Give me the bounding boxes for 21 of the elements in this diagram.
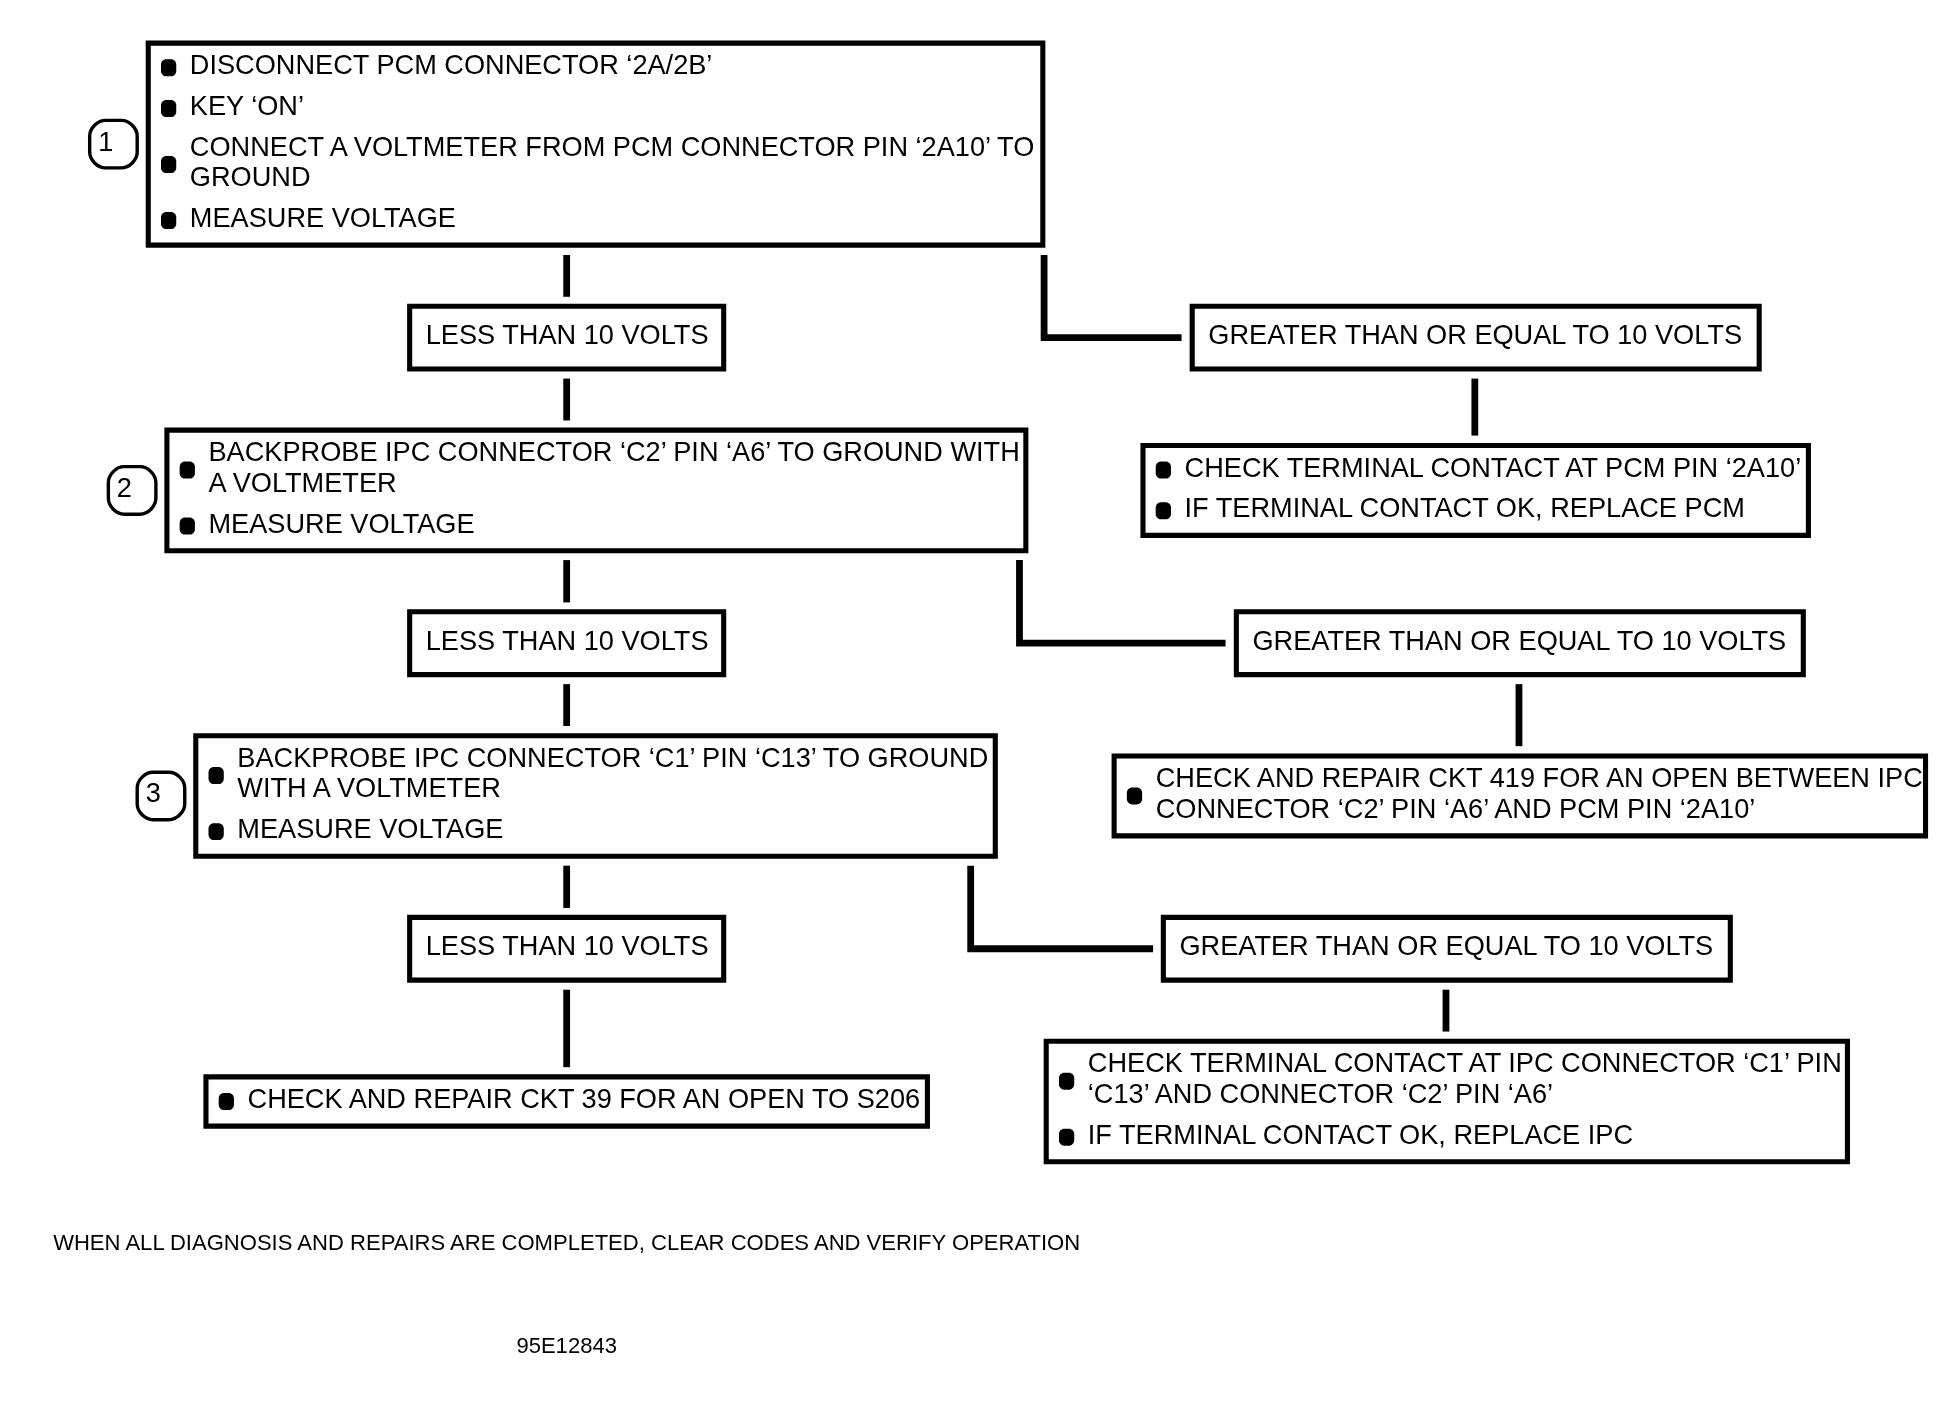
connector: [1040, 254, 1182, 341]
node-box: GREATER THAN OR EQUAL TO 10 VOLTS: [1189, 303, 1762, 372]
node-label: 2: [116, 471, 132, 503]
node-label: 3: [145, 776, 161, 808]
node-box: GREATER THAN OR EQUAL TO 10 VOLTS: [1233, 608, 1806, 677]
label: 95E12843: [516, 1332, 617, 1358]
connector: [563, 683, 571, 726]
node-box: CHECK TERMINAL CONTACT AT PCM PIN ‘2A10’ IF TERMINAL CONTACT OK, REPLACE PCM: [1140, 442, 1811, 538]
connector: [1016, 559, 1226, 647]
node-box: CHECK AND REPAIR CKT 39 FOR AN OPEN TO S206: [203, 1073, 930, 1129]
connector: [563, 254, 571, 297]
connector: [1515, 683, 1523, 746]
node-box: LESS THAN 10 VOLTS: [407, 303, 727, 372]
node-box: CHECK AND REPAIR CKT 419 FOR AN OPEN BETWEEN IPC CONNECTOR ‘C2’ PIN ‘A6’ AND PCM PIN ‘2A10’: [1111, 753, 1929, 838]
node-box: GREATER THAN OR EQUAL TO 10 VOLTS: [1160, 914, 1733, 983]
node-label: 1: [98, 125, 114, 157]
label: WHEN ALL DIAGNOSIS AND REPAIRS ARE COMPLETED, CLEAR CODES AND VERIFY OPERATION: [53, 1229, 1081, 1255]
node-box: LESS THAN 10 VOLTS: [407, 608, 727, 677]
connector: [563, 559, 571, 602]
node-box: CHECK TERMINAL CONTACT AT IPC CONNECTOR ‘C1’ PIN ‘C13’ AND CONNECTOR ‘C2’ PIN ‘A6’ IF TERMINAL CONTACT OK, REPLACE IPC: [1043, 1038, 1850, 1164]
node-box: LESS THAN 10 VOLTS: [407, 914, 727, 983]
